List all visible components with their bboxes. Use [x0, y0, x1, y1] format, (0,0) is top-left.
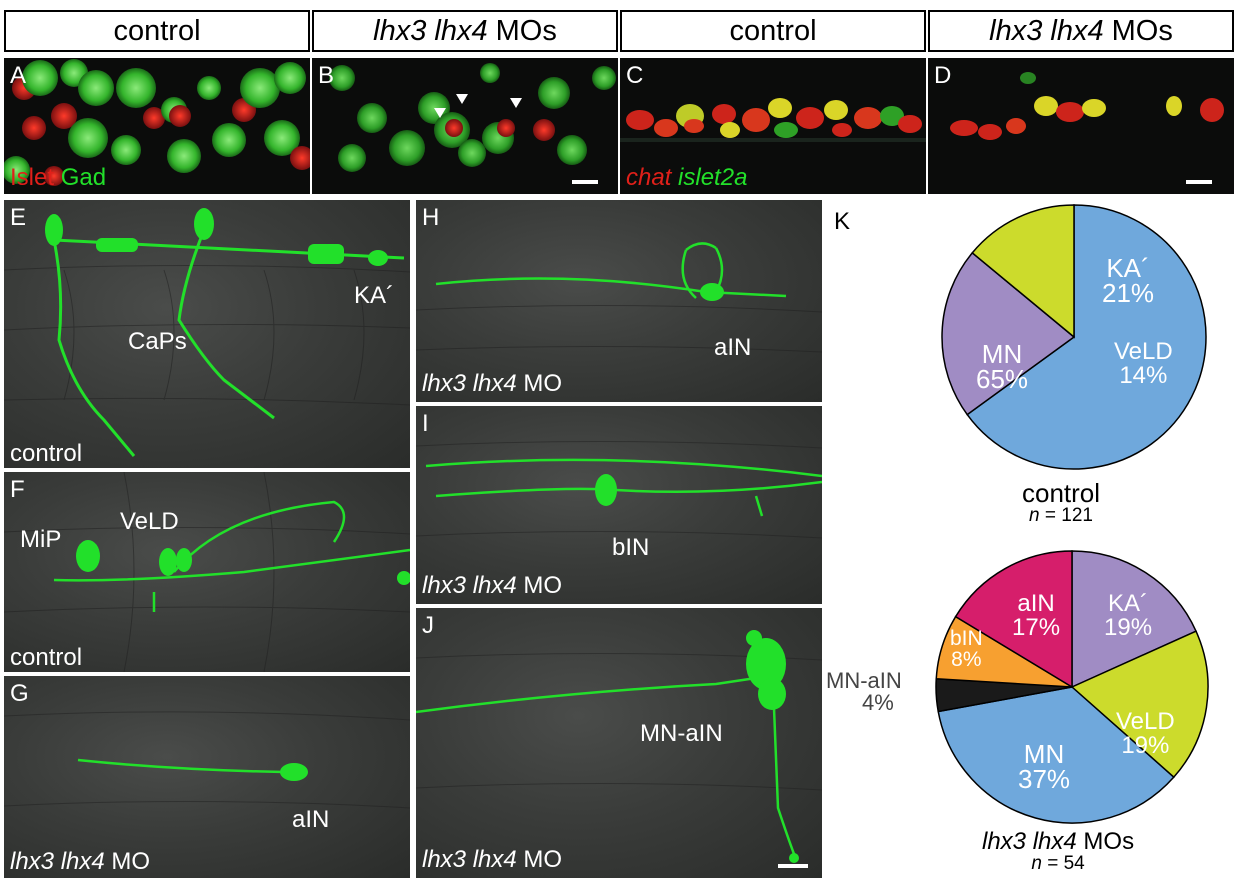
panel-a-image: A Islet Gad [4, 58, 310, 194]
condition-label-h: lhx3 lhx4 MO [422, 370, 563, 397]
label-ain-h: aIN [714, 334, 752, 361]
condition-label-f: control [10, 644, 83, 671]
header-control-1: control [4, 10, 310, 52]
pie1-slice-veld [971, 204, 1075, 339]
condition-label-g: lhx3 lhx4 MO [10, 848, 151, 875]
condition-label-e: control [10, 440, 83, 467]
pie1-slice-mn [966, 204, 1207, 470]
panel-b-image: B [312, 58, 618, 194]
panel-letter-k: K [834, 208, 851, 235]
pie2-slice-ka [1071, 550, 1198, 689]
chat-islet2a-stain-c [620, 98, 926, 142]
islet-gad-cells-a [4, 59, 310, 186]
panel-i-image: I bIN lhx3 lhx4 MO [416, 406, 822, 604]
pie2-slice-ain [954, 550, 1073, 689]
stain-legend-c: chat islet2a [626, 164, 748, 191]
panel-h-image: H aIN lhx3 lhx4 MO [416, 200, 822, 402]
scale-bar-b [572, 180, 598, 184]
panel-f-image: F MiP VeLD control [4, 472, 410, 672]
panel-e-image: E KA´ CaPs control [4, 200, 410, 468]
pie2-slice-veld [1070, 630, 1209, 779]
panel-d-image: D [928, 58, 1234, 194]
panel-letter-i: I [422, 410, 429, 437]
label-ain-g: aIN [292, 806, 330, 833]
panel-letter-h: H [422, 204, 440, 231]
stain-legend-a: Islet Gad [10, 164, 107, 191]
scale-bar-d [1186, 180, 1212, 184]
mn-ain-neuron-j [416, 630, 822, 863]
pie1-label-ka: KA´21% [1102, 253, 1155, 308]
ain-neuron-h [416, 242, 822, 353]
pie1-slice-ka [941, 251, 1076, 416]
bin-neuron-i [416, 440, 822, 539]
label-bin: bIN [612, 534, 650, 561]
header-mo-2: lhx3 lhx4 MOs [928, 10, 1234, 52]
pie1-title: control n = 121 [1022, 478, 1101, 526]
panel-letter-e: E [10, 204, 27, 231]
panel-letter-d: D [934, 62, 952, 89]
pie2-title: lhx3 lhx4 MOs n = 54 [982, 828, 1135, 874]
label-caps: CaPs [128, 328, 187, 355]
header-control-2: control [620, 10, 926, 52]
panel-letter-a: A [10, 62, 27, 89]
caps-ka-neurons-e [4, 208, 410, 457]
panel-c-image: C chat islet2a [620, 58, 926, 194]
panel-letter-g: G [10, 680, 29, 707]
mip-veld-neurons-f [4, 472, 410, 672]
panel-g-image: G aIN lhx3 lhx4 MO [4, 676, 410, 878]
header-mo-1: lhx3 lhx4 MOs [312, 10, 618, 52]
panel-letter-f: F [10, 476, 25, 503]
pie-charts [935, 204, 1209, 824]
panel-letter-c: C [626, 62, 644, 89]
chat-islet2a-stain-d [950, 72, 1224, 140]
ain-neuron-g [4, 711, 410, 809]
label-veld: VeLD [120, 508, 179, 535]
pie2-label-ka: KA´19% [1104, 590, 1153, 641]
islet-gad-cells-b [329, 63, 616, 172]
scale-bar-j [778, 864, 808, 868]
panel-j-image: J MN-aIN lhx3 lhx4 MO [416, 608, 822, 878]
label-ka-prime: KA´ [354, 282, 395, 309]
panel-letter-j: J [422, 612, 434, 639]
label-mn-ain-j: MN-aIN [640, 720, 723, 747]
pie2-slice-mn [937, 686, 1175, 824]
panel-letter-b: B [318, 62, 335, 89]
condition-label-i: lhx3 lhx4 MO [422, 572, 563, 599]
condition-label-j: lhx3 lhx4 MO [422, 846, 563, 873]
label-mip: MiP [20, 526, 62, 553]
